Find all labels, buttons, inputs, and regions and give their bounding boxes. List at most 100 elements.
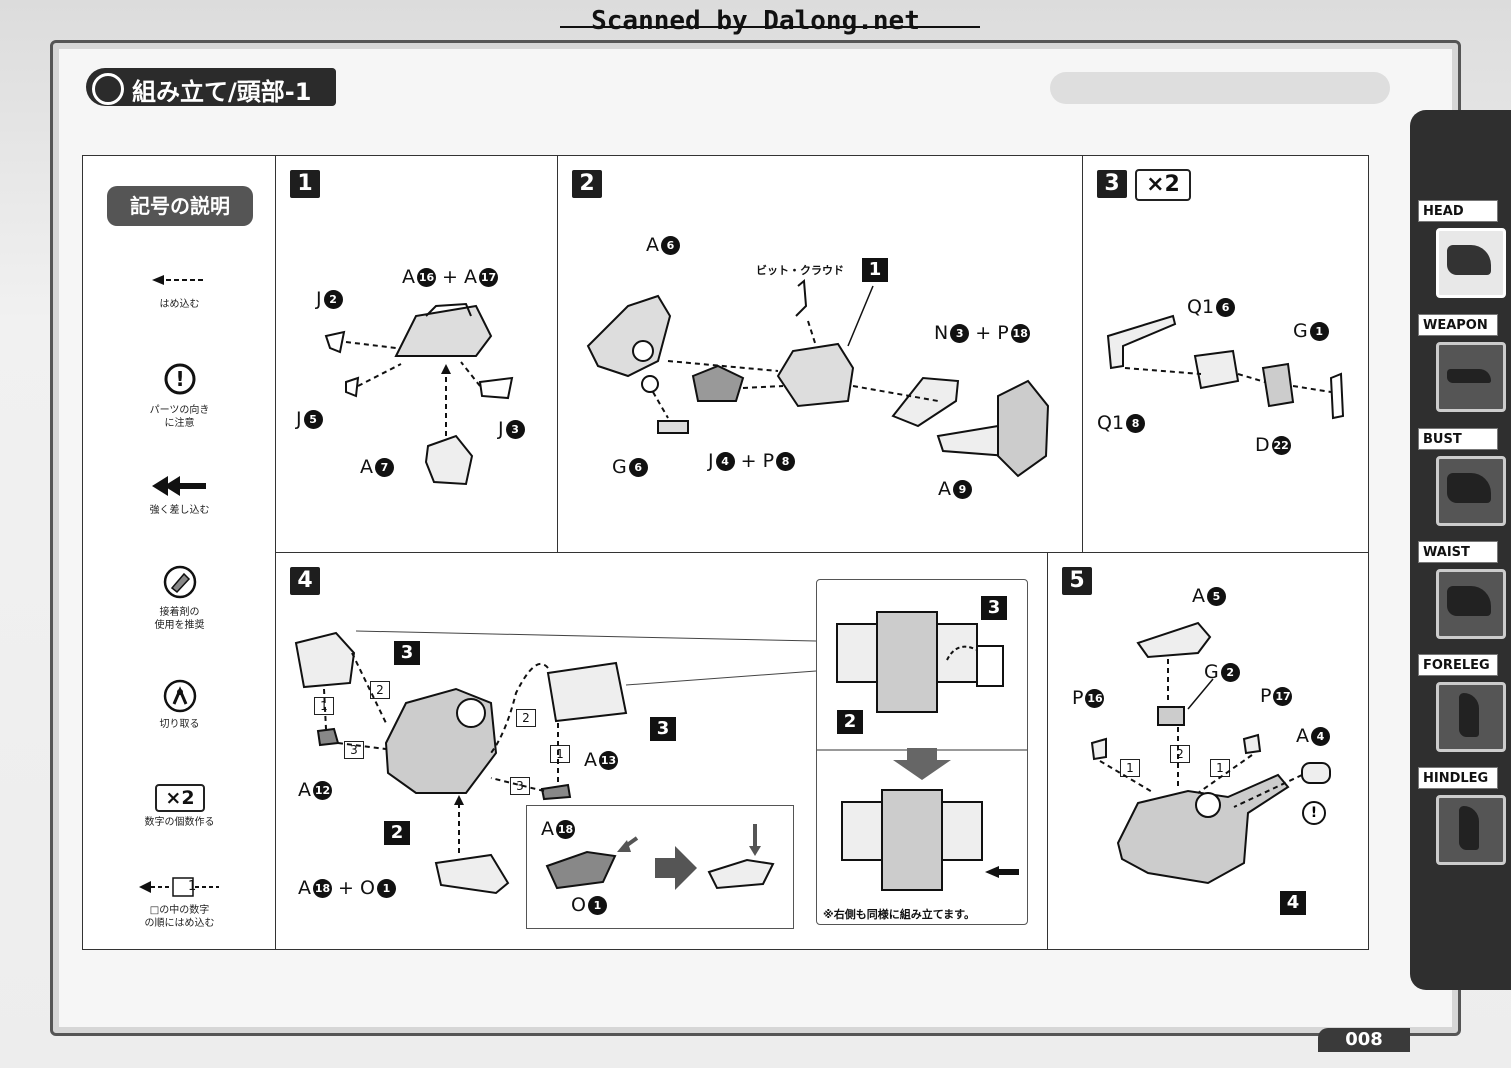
tab-head[interactable]: HEAD — [1414, 198, 1511, 302]
tab-waist[interactable]: WAIST — [1414, 539, 1511, 643]
tab-hindleg[interactable]: HINDLEG — [1414, 765, 1511, 869]
part-number: 2 — [323, 290, 343, 309]
times-two-icon: ×2 — [155, 784, 205, 812]
order-badge: 2 — [516, 707, 536, 727]
step-5-number: 5 — [1062, 567, 1092, 595]
part-letter: O — [571, 894, 586, 916]
part-number: 6 — [1216, 298, 1236, 317]
legend-label-cut: 切り取る — [159, 719, 200, 730]
part-letter: J — [498, 418, 504, 440]
order-number: 1 — [1120, 759, 1140, 777]
part-letter: J — [296, 408, 302, 430]
silhouette — [1447, 586, 1491, 616]
plus-sign: + — [442, 266, 458, 288]
order-number: 3 — [510, 777, 530, 795]
head-icon — [1436, 228, 1506, 298]
part-number: 6 — [661, 236, 680, 255]
part-number: 1 — [376, 879, 396, 898]
part-letter: A — [298, 877, 311, 899]
ref-step-1-badge: 1 — [862, 258, 888, 282]
legend-label-order: □の中の数字 の順にはめ込む — [144, 905, 215, 929]
part-letter: N — [934, 322, 949, 344]
order-badge: 2 — [1170, 743, 1190, 763]
part-number: 4 — [1311, 727, 1330, 746]
ref-step-3-badge: 3 — [981, 596, 1007, 620]
part-number: 7 — [375, 458, 394, 477]
scan-credit: Scanned by Dalong.net — [591, 6, 920, 36]
part-number: 5 — [303, 410, 323, 429]
step-4-number: 4 — [290, 567, 320, 595]
step-2-drawing — [586, 278, 1050, 478]
bust-icon — [1436, 456, 1506, 526]
tab-weapon[interactable]: WEAPON — [1414, 312, 1511, 416]
ref-step-number: 3 — [650, 717, 676, 741]
order-number: 1 — [550, 745, 570, 763]
insert-arrow-icon — [83, 268, 276, 293]
order-arrow-digit: 1 — [188, 879, 197, 894]
detail-drawing — [817, 611, 1027, 891]
scan-credit-underline — [560, 26, 980, 28]
page-title: 組み立て/頭部-1 — [132, 78, 312, 106]
caution-icon: ! — [1302, 801, 1326, 825]
foreleg-icon — [1436, 682, 1506, 752]
part-number: 6 — [628, 458, 648, 477]
plus-sign: + — [338, 877, 354, 899]
step-3-drawing — [1106, 314, 1345, 420]
legend-label-multiply: 数字の個数作る — [144, 817, 215, 828]
tab-bust[interactable]: BUST — [1414, 426, 1511, 530]
section-title-bar: 組み立て/頭部-1 — [86, 68, 336, 106]
nipper-icon — [83, 678, 276, 720]
order-badge: 2 — [370, 679, 390, 699]
part-number: 2 — [1220, 663, 1240, 682]
part-letter: A — [646, 234, 659, 256]
step-3-number: 3 — [1097, 170, 1127, 198]
part-letter: G — [1204, 661, 1219, 683]
step-4-drawing — [294, 630, 816, 895]
ref-step-number: 3 — [981, 596, 1007, 620]
part-letter: A — [938, 478, 951, 500]
order-badge: 1 — [314, 695, 334, 715]
part-number: 1 — [587, 896, 607, 915]
ref-step-2-badge: 2 — [837, 710, 863, 734]
tab-foreleg-label: FORELEG — [1418, 654, 1498, 676]
part-letter: O — [360, 877, 375, 899]
part-letter: A — [541, 818, 554, 840]
tab-weapon-label: WEAPON — [1418, 314, 1498, 336]
part-letter: G — [1293, 320, 1308, 342]
part-letter: Q1 — [1187, 296, 1215, 318]
hindleg-icon — [1436, 795, 1506, 865]
legend-label-insert: はめ込む — [159, 299, 200, 310]
weapon-icon — [1436, 342, 1506, 412]
silhouette — [1459, 806, 1479, 850]
detail-bottom-drawing — [545, 824, 775, 890]
part-letter: G — [612, 456, 627, 478]
tab-head-label: HEAD — [1418, 200, 1498, 222]
silhouette — [1459, 693, 1479, 737]
part-letter: P — [762, 450, 775, 472]
order-number: 1 — [314, 697, 334, 715]
legend-label-glue: 接着剤の 使用を推奨 — [154, 607, 205, 631]
times-two-symbol: ×2 — [155, 784, 205, 812]
pilot-figure-label: ビット・クラウド — [756, 264, 844, 277]
tab-foreleg[interactable]: FORELEG — [1414, 652, 1511, 756]
legend-label-caution: パーツの向き に注意 — [149, 405, 210, 429]
wrench-icon — [92, 73, 124, 105]
order-number: 2 — [516, 709, 536, 727]
part-letter: Q1 — [1097, 412, 1125, 434]
ref-step-4-badge: 4 — [1280, 891, 1306, 915]
